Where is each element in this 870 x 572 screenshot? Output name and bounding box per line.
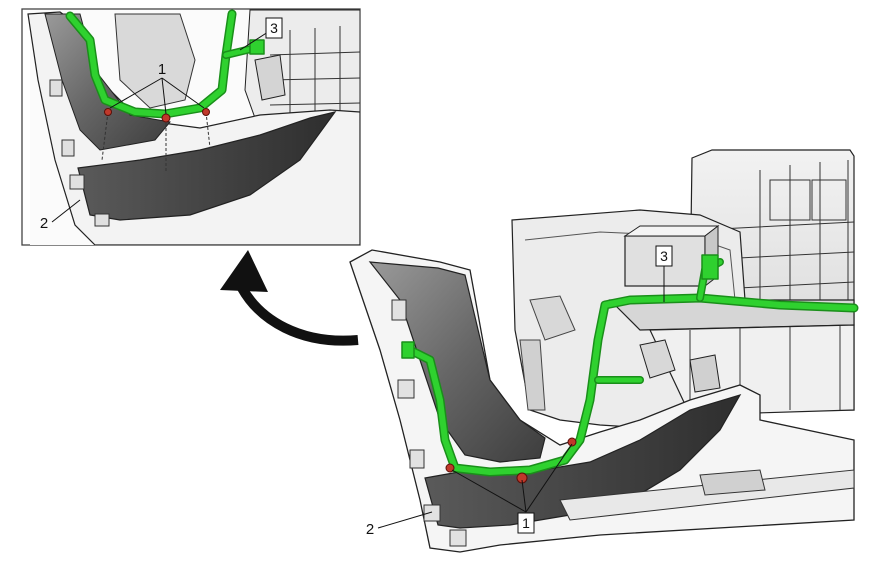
callout-2-main: 2 [366, 521, 374, 538]
svg-text:3: 3 [660, 248, 668, 264]
left-edge-ribs [391, 299, 467, 547]
svg-text:2: 2 [366, 521, 374, 538]
callout-1-detail: 1 [158, 61, 166, 78]
callout-3-detail: 3 [265, 17, 283, 39]
svg-text:1: 1 [522, 515, 530, 531]
fastener-c [567, 437, 577, 447]
curved-arrow-icon [220, 250, 359, 346]
svg-text:1: 1 [158, 61, 166, 78]
detail-trim-panel [77, 111, 337, 221]
leader-lines-main [377, 264, 665, 529]
detail-wiring-harness [65, 9, 265, 119]
main-view: 1 2 3 [349, 149, 859, 553]
callout-2-detail: 2 [40, 215, 48, 232]
wiring-harness [401, 254, 859, 477]
detail-view: 1 2 3 [21, 8, 361, 246]
callout-1-main: 1 [517, 512, 535, 534]
detail-fasteners [104, 108, 210, 123]
callout-3-main: 3 [655, 245, 673, 267]
svg-text:2: 2 [40, 215, 48, 232]
svg-text:3: 3 [270, 20, 278, 36]
